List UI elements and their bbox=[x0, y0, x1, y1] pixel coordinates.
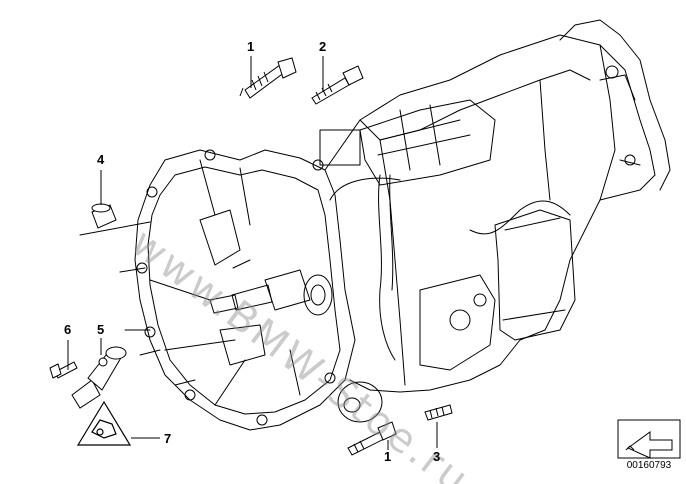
bolt-part-2 bbox=[311, 65, 364, 105]
input-shaft bbox=[264, 269, 311, 311]
gearbox-case bbox=[324, 34, 656, 393]
callout-3: 3 bbox=[433, 449, 441, 464]
control-module bbox=[494, 209, 576, 341]
screw-part-6 bbox=[49, 361, 78, 379]
leader-lines bbox=[67, 56, 438, 450]
diagram-number: 00160793 bbox=[626, 460, 672, 471]
bolt-part-1-bottom bbox=[347, 421, 397, 456]
callout-7: 7 bbox=[164, 431, 172, 446]
callout-5: 5 bbox=[97, 322, 105, 337]
callout-6: 6 bbox=[64, 322, 72, 337]
sensor-part-5 bbox=[71, 346, 127, 409]
callout-4: 4 bbox=[97, 152, 105, 167]
callout-1-bottom: 1 bbox=[384, 449, 392, 464]
callout-1-top: 1 bbox=[247, 39, 255, 54]
warning-label-part-7 bbox=[76, 400, 132, 446]
callout-2: 2 bbox=[319, 39, 327, 54]
bolt-part-1-top bbox=[239, 57, 297, 99]
corner-arrow-icon bbox=[617, 419, 681, 459]
stud-part-3 bbox=[424, 404, 453, 421]
bell-housing bbox=[134, 149, 356, 431]
dowel-sleeve-part-4 bbox=[91, 203, 117, 229]
